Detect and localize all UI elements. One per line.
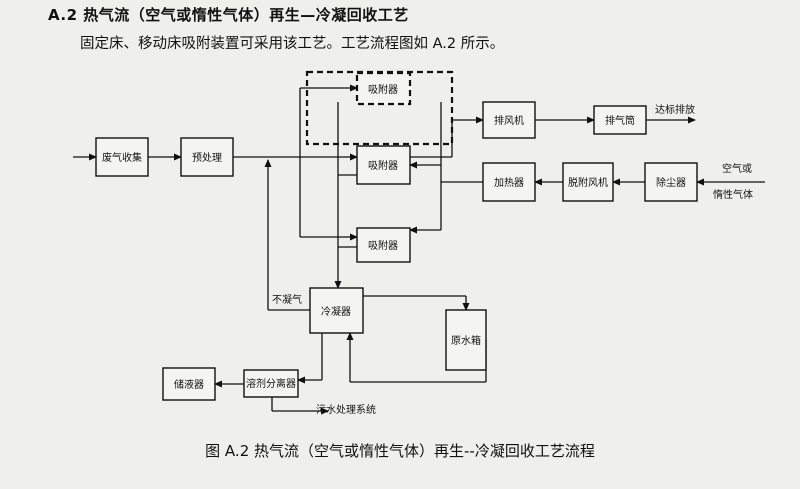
node-exhaust-fan: 排风机 (482, 101, 536, 139)
node-adsorber-top: 吸附器 (356, 145, 411, 185)
node-label: 除尘器 (656, 176, 686, 189)
node-label: 加热器 (494, 176, 524, 189)
figure-caption: 图 A.2 热气流（空气或惰性气体）再生--冷凝回收工艺流程 (205, 442, 595, 460)
sewage-system-label: 污水处理系统 (316, 403, 376, 416)
node-label: 排气筒 (605, 114, 635, 127)
section-intro: 固定床、移动床吸附装置可采用该工艺。工艺流程图如 A.2 所示。 (80, 36, 505, 52)
node-label: 排风机 (494, 114, 524, 127)
node-adsorber-standby: 吸附器 (355, 71, 412, 106)
node-dust-remover: 除尘器 (644, 162, 698, 202)
node-label: 预处理 (192, 152, 222, 164)
node-waste-gas-collection: 废气收集 (95, 137, 149, 177)
noncondensable-gas-label: 不凝气 (272, 293, 302, 306)
node-label: 储液器 (174, 378, 204, 391)
node-adsorber-bottom: 吸附器 (356, 227, 411, 263)
air-or-label: 空气或 (722, 162, 752, 175)
node-heater: 加热器 (482, 162, 536, 202)
section-title: A.2 热气流（空气或惰性气体）再生—冷凝回收工艺 (48, 6, 409, 24)
node-label: 吸附器 (368, 239, 398, 252)
node-label: 冷凝器 (321, 305, 351, 318)
node-liquid-storage: 储液器 (162, 367, 216, 401)
inert-gas-label: 惰性气体 (713, 188, 753, 201)
discharge-label: 达标排放 (655, 103, 695, 116)
flow-connectors (73, 84, 765, 415)
node-label: 脱附风机 (568, 176, 608, 189)
node-label: 溶剂分离器 (246, 377, 296, 390)
node-pretreatment: 预处理 (180, 137, 234, 177)
node-label: 吸附器 (368, 83, 398, 96)
node-raw-water-tank: 原水箱 (445, 309, 487, 371)
node-desorption-fan: 脱附风机 (562, 162, 614, 202)
node-label: 废气收集 (102, 151, 142, 164)
node-label: 原水箱 (451, 334, 481, 347)
node-solvent-separator: 溶剂分离器 (243, 369, 299, 398)
node-condenser: 冷凝器 (309, 287, 364, 334)
node-label: 吸附器 (368, 159, 398, 172)
node-exhaust-stack: 排气筒 (593, 105, 647, 135)
